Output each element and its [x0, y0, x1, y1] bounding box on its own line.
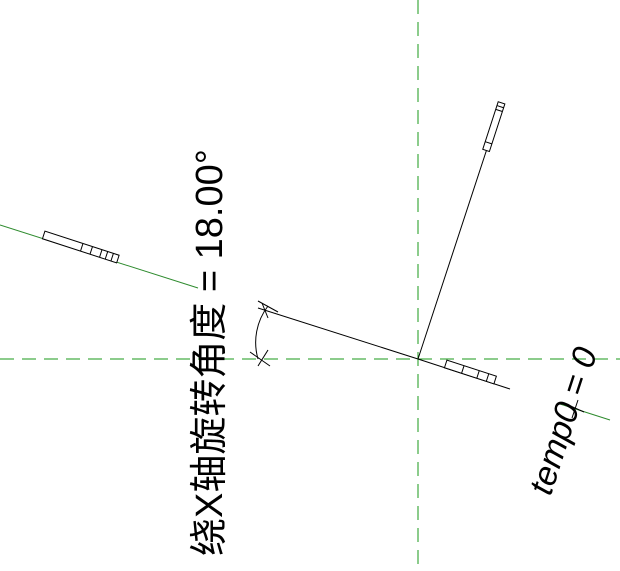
component-glyph-right[interactable]: [443, 359, 498, 385]
dimension-tick-mark-icon: [249, 351, 271, 367]
param-dimension-label[interactable]: temp0 = 0: [522, 343, 605, 500]
rotated-axis-line-far-right[interactable]: [559, 403, 611, 421]
dimension-tick-mark-icon: [257, 349, 269, 367]
dimension-tick-mark-icon: [571, 399, 579, 419]
dimension-tick-mark-icon: [257, 300, 279, 313]
rotated-axis-line-mid[interactable]: [257, 307, 419, 360]
angle-dimension-label[interactable]: 绕X轴旋转角度 = 18.00°: [189, 149, 231, 556]
component-glyph-left[interactable]: [41, 230, 120, 264]
component-glyph-top[interactable]: [482, 101, 506, 153]
dimension-tick-mark-icon: [261, 302, 269, 319]
